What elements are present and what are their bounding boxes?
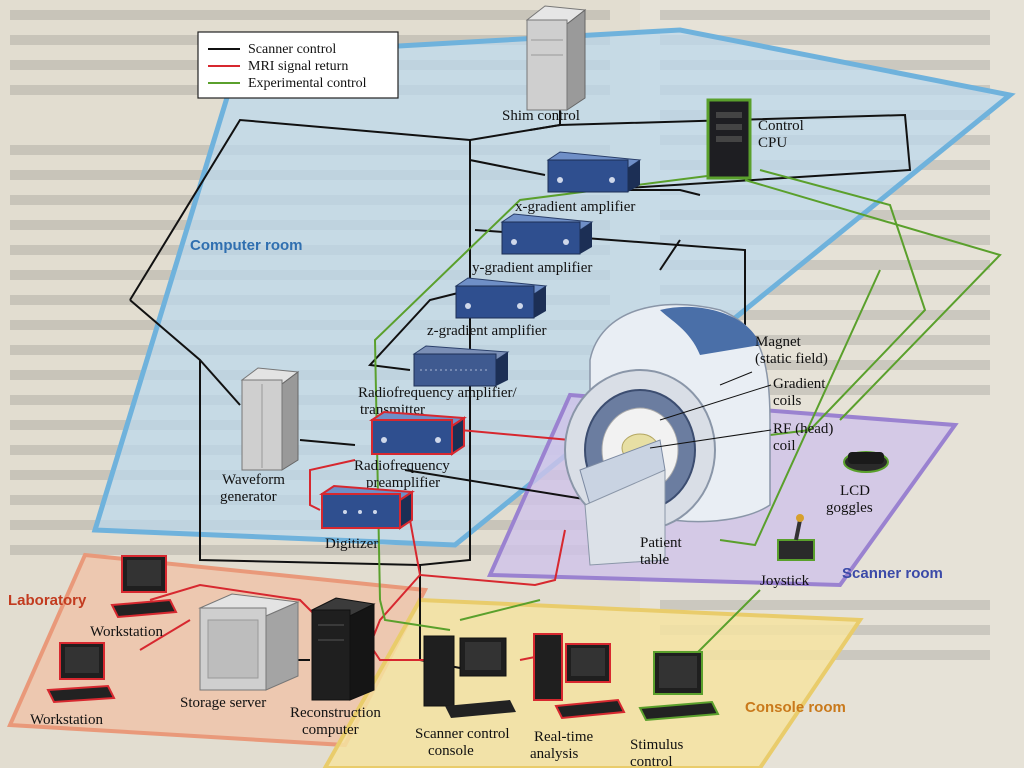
label-magnet-line1: Magnet — [755, 334, 802, 350]
label-waveform-generator-line1: Waveform — [222, 472, 285, 488]
label-gradient-coils-line1: Gradient — [773, 376, 826, 392]
label-x-gradient-amplifier: x-gradient amplifier — [515, 199, 635, 215]
label-digitizer: Digitizer — [325, 536, 378, 552]
legend-label-experimental-control: Experimental control — [248, 76, 367, 91]
label-rf-coil-line2: coil — [773, 438, 796, 454]
label-scanner-room: Scanner room — [842, 565, 943, 582]
y-gradient-amplifier — [500, 213, 594, 255]
reconstruction-computer — [310, 597, 376, 701]
label-real-time-analysis-line2: analysis — [530, 746, 578, 762]
label-rf-preamplifier-line1: Radiofrequency — [354, 458, 450, 474]
label-workstation-bottom: Workstation — [30, 712, 103, 728]
stimulus-control-station — [638, 651, 720, 722]
legend-label-mri-signal: MRI signal return — [248, 59, 348, 74]
mri-scanner — [564, 303, 771, 566]
scanner-control-console — [423, 635, 516, 718]
label-computer-room: Computer room — [190, 237, 303, 254]
label-stimulus-control-line1: Stimulus — [630, 737, 684, 753]
label-scanner-control-console-line1: Scanner control — [415, 726, 510, 742]
real-time-analysis-station — [533, 633, 626, 720]
label-scanner-control-console-line2: console — [428, 743, 474, 759]
label-stimulus-control-line2: control — [630, 754, 673, 768]
legend: Scanner control MRI signal return Experi… — [197, 31, 399, 99]
label-laboratory: Laboratory — [8, 592, 87, 609]
shim-control-tower — [525, 5, 587, 111]
patient-table-base — [584, 469, 666, 566]
console-room-floor — [322, 597, 864, 768]
label-lcd-goggles-line1: LCD — [840, 483, 870, 499]
lcd-goggles — [843, 451, 889, 473]
leader-rf-coil — [649, 429, 772, 449]
label-shim-control: Shim control — [502, 108, 580, 124]
control-cpu-tower — [706, 98, 752, 180]
label-reconstruction-computer-line1: Reconstruction — [290, 705, 381, 721]
label-z-gradient-amplifier: z-gradient amplifier — [427, 323, 547, 339]
digitizer — [319, 484, 415, 530]
legend-label-scanner-control: Scanner control — [248, 42, 336, 57]
label-rf-coil-line1: RF (head) — [773, 421, 833, 437]
joystick — [777, 514, 815, 561]
label-lcd-goggles-line2: goggles — [826, 500, 873, 516]
label-magnet-line2: (static field) — [755, 351, 828, 367]
z-gradient-amplifier — [454, 277, 548, 319]
label-console-room: Console room — [745, 699, 846, 716]
rf-preamplifier — [369, 410, 467, 456]
waveform-generator-tower — [240, 367, 300, 471]
x-gradient-amplifier — [546, 151, 642, 193]
label-patient-table-line2: table — [640, 552, 669, 568]
label-patient-table-line1: Patient — [640, 535, 682, 551]
rf-amplifier-transmitter — [412, 345, 510, 387]
workstation-bottom — [46, 642, 116, 704]
label-waveform-generator-line2: generator — [220, 489, 277, 505]
label-joystick: Joystick — [760, 573, 810, 589]
storage-server — [198, 593, 300, 691]
leader-gradient-coils — [659, 384, 772, 421]
label-gradient-coils-line2: coils — [773, 393, 801, 409]
leader-magnet — [719, 371, 753, 386]
label-control-cpu-line1: Control — [758, 118, 804, 134]
label-reconstruction-computer-line2: computer — [302, 722, 359, 738]
workstation-top — [110, 555, 178, 619]
label-real-time-analysis-line1: Real-time — [534, 729, 593, 745]
label-storage-server: Storage server — [180, 695, 266, 711]
label-workstation-top: Workstation — [90, 624, 163, 640]
label-control-cpu-line2: CPU — [758, 135, 787, 151]
label-rf-preamplifier-line2: preamplifier — [366, 475, 440, 491]
label-y-gradient-amplifier: y-gradient amplifier — [472, 260, 592, 276]
label-rf-amplifier-line1: Radiofrequency amplifier/ — [358, 385, 518, 401]
magnet-top-panel — [660, 306, 760, 355]
